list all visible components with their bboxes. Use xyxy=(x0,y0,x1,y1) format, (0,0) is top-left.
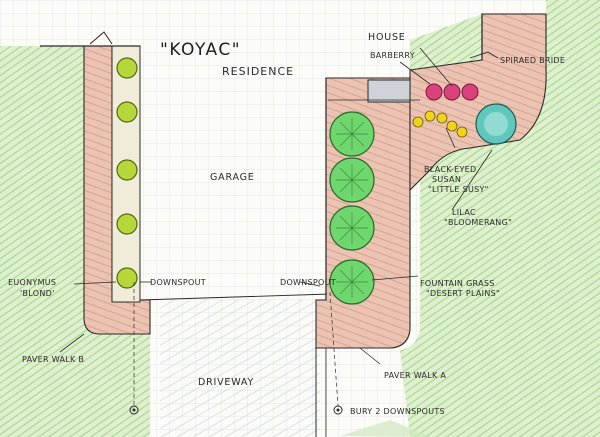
black-eyed-susan-label-1: BLACK-EYED xyxy=(424,165,477,174)
barberry-label: BARBERRY xyxy=(370,51,415,60)
downspout-right-label: DOWNSPOUT xyxy=(280,278,336,287)
plan-title: "KOYAC" xyxy=(160,40,241,60)
paver-walk-a-label: PAVER WALK A xyxy=(384,371,446,380)
house-bed xyxy=(328,13,547,192)
house-label: HOUSE xyxy=(368,32,406,43)
driveway-area xyxy=(160,300,320,437)
paver-walk-b-label: PAVER WALK B xyxy=(22,355,84,364)
driveway-label: DRIVEWAY xyxy=(198,377,254,388)
barberry-shrubs xyxy=(425,83,479,101)
black-eyed-susan-row xyxy=(412,110,468,138)
euonymus-label-1: EUONYMUS xyxy=(8,278,56,287)
spirea-label: SPIRAED BRIDE xyxy=(500,56,565,65)
leader-lines xyxy=(59,47,499,365)
fountain-grass-label-2: "DESERT PLAINS" xyxy=(426,289,500,298)
downspout-left-label: DOWNSPOUT xyxy=(150,278,206,287)
euonymus-label-2: 'BLOND' xyxy=(20,289,55,298)
downspout-markers xyxy=(129,282,343,415)
lilac-shrub xyxy=(475,103,517,145)
garage-label: GARAGE xyxy=(210,172,255,183)
black-eyed-susan-label-3: "LITTLE SUSY" xyxy=(428,185,489,194)
fountain-grass-label-1: FOUNTAIN GRASS xyxy=(420,279,495,288)
plan-subtitle: RESIDENCE xyxy=(222,65,294,78)
lilac-label-2: "BLOOMERANG" xyxy=(444,218,512,227)
bury-downspouts-label: BURY 2 DOWNSPOUTS xyxy=(350,407,445,416)
lilac-label-1: LILAC xyxy=(452,208,476,217)
shrub-row-euonymus xyxy=(116,57,138,289)
black-eyed-susan-label-2: SUSAN xyxy=(432,175,461,184)
shrub-row-fountain-grass xyxy=(329,111,375,305)
